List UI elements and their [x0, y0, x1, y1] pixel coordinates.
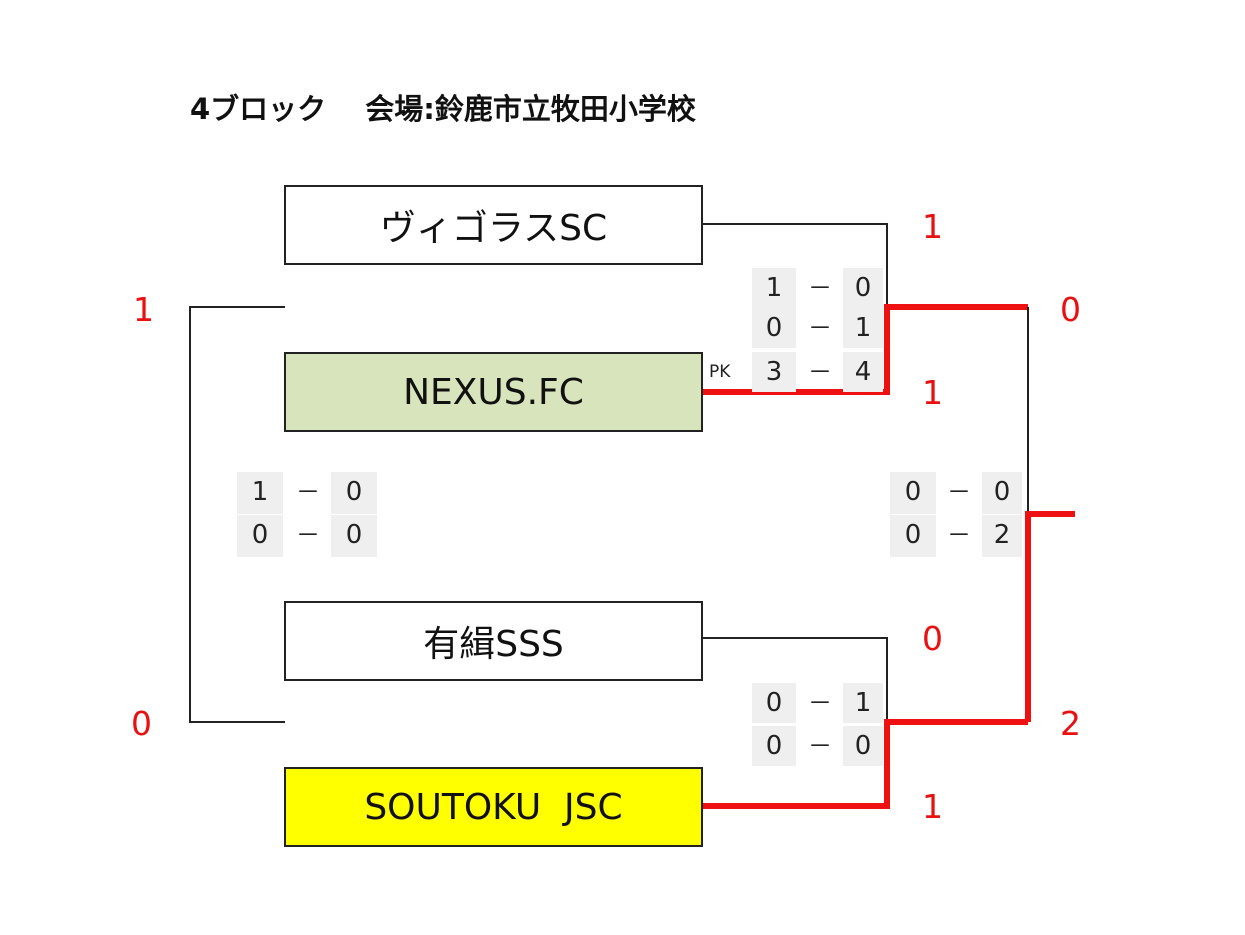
- final-h1-a: 0: [890, 472, 936, 514]
- m2-winner-line: [703, 719, 1028, 809]
- left-bracket-line: [189, 306, 285, 723]
- team-name: ヴィゴラスSC: [379, 208, 608, 249]
- m2-h1-b: 1: [843, 683, 883, 723]
- left-h2-dash: －: [296, 521, 320, 549]
- team-box-arigi: 有緝SSS: [284, 601, 703, 681]
- final-h2-dash: －: [947, 521, 971, 549]
- m1-h2-b: 1: [843, 308, 883, 348]
- final-h1-dash: －: [947, 478, 971, 506]
- m1-h1-a: 1: [752, 268, 796, 308]
- m1-pk-b: 4: [843, 352, 883, 392]
- team-box-soutoku: SOUTOKU JSC: [284, 767, 703, 847]
- left-h1-b: 0: [331, 472, 377, 514]
- team-name: NEXUS.FC: [403, 371, 584, 413]
- m1-pk-a: 3: [752, 352, 796, 392]
- final-top-score: 0: [1060, 290, 1081, 329]
- team-box-vigoras: ヴィゴラスSC: [284, 185, 703, 265]
- left-h1-dash: －: [296, 478, 320, 506]
- m2-h1-a: 0: [752, 683, 796, 723]
- m2-h1-dash: －: [808, 689, 832, 717]
- final-h1-b: 0: [982, 472, 1022, 514]
- m1-top-line: [703, 223, 888, 307]
- m1-team-a-score: 1: [922, 207, 943, 246]
- left-h2-b: 0: [331, 515, 377, 557]
- m2-team-a-score: 0: [922, 619, 943, 658]
- m2-top-line: [703, 637, 888, 722]
- m2-h2-b: 0: [843, 726, 883, 766]
- m1-h1-b: 0: [843, 268, 883, 308]
- m2-h2-dash: －: [808, 732, 832, 760]
- team-name: 有緝SSS: [423, 624, 564, 665]
- m2-team-b-score: 1: [922, 787, 943, 826]
- left-h1-a: 1: [237, 472, 283, 514]
- final-winner-line: [1025, 511, 1075, 722]
- left-top-score: 1: [133, 290, 154, 329]
- m1-pk-label: PK: [709, 362, 731, 382]
- m1-pk-dash: －: [808, 358, 832, 386]
- m1-team-b-score: 1: [922, 373, 943, 412]
- left-h2-a: 0: [237, 515, 283, 557]
- team-box-nexus: NEXUS.FC: [284, 352, 703, 432]
- final-h2-b: 2: [982, 515, 1022, 557]
- m2-h2-a: 0: [752, 726, 796, 766]
- m1-h2-a: 0: [752, 308, 796, 348]
- left-bottom-score: 0: [131, 704, 152, 743]
- m1-h1-dash: －: [808, 274, 832, 302]
- m1-h2-dash: －: [808, 314, 832, 342]
- final-bottom-score: 2: [1060, 704, 1081, 743]
- final-h2-a: 0: [890, 515, 936, 557]
- m1-winner-line: [703, 304, 1028, 395]
- team-name: SOUTOKU JSC: [364, 786, 623, 828]
- page-title: 4ブロック 会場:鈴鹿市立牧田小学校: [190, 92, 696, 126]
